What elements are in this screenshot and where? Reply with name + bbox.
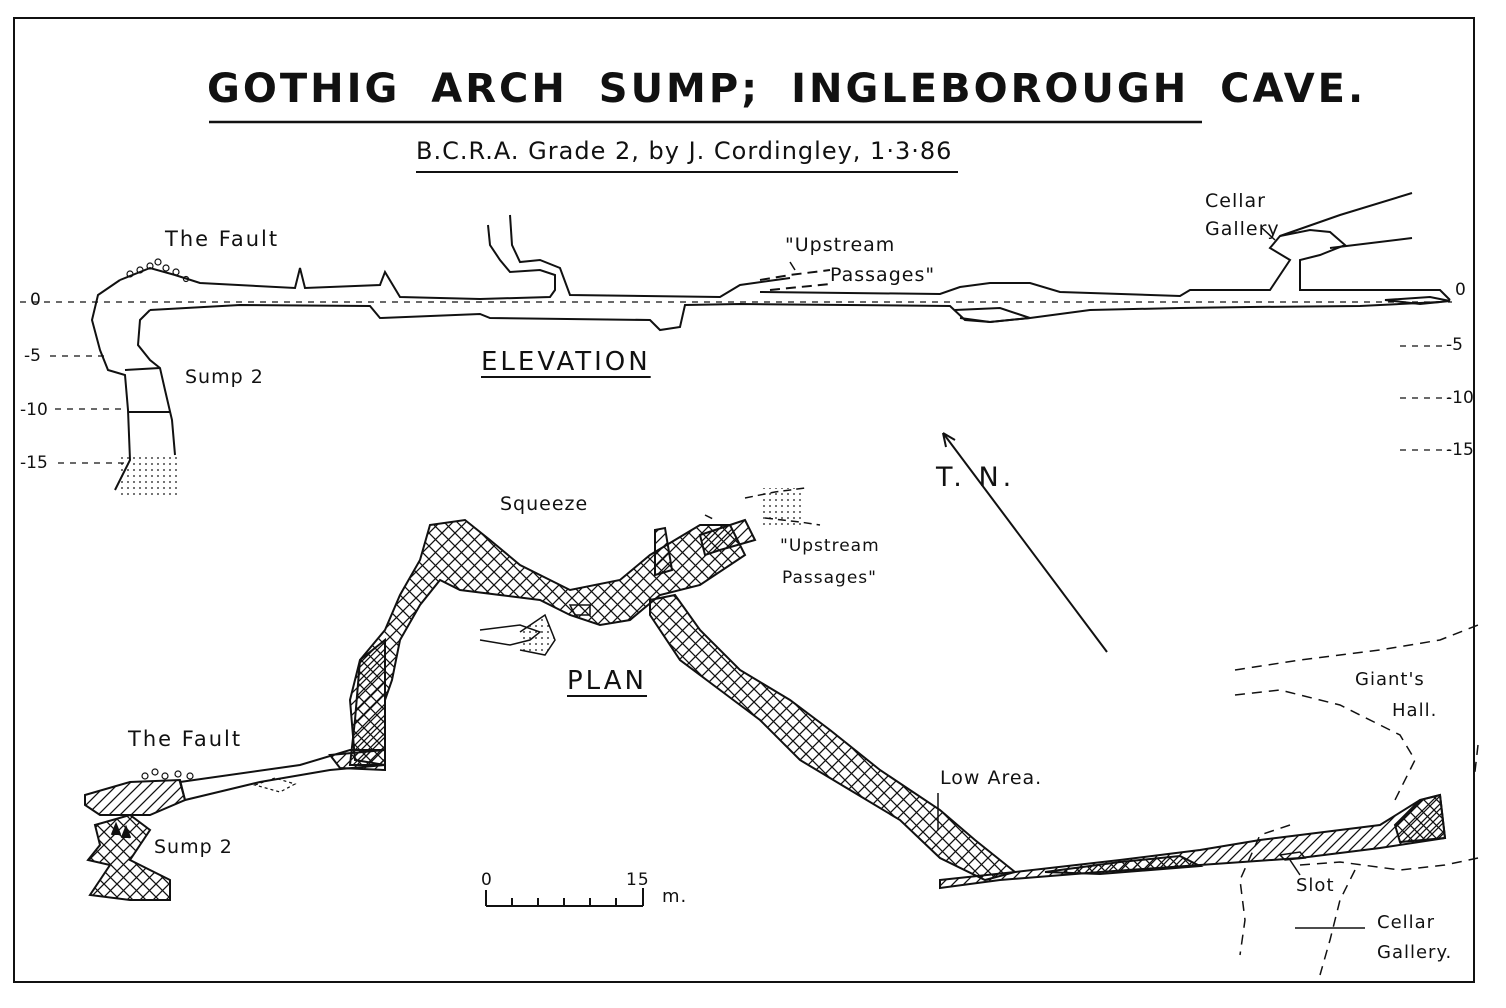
plan-label-upstream-2: Passages" [782,568,877,588]
north-label: T. N. [936,462,1016,493]
depth-ticks-right [1400,345,1450,451]
depth-right-15: -15 [1446,440,1474,460]
elevation-fault-rubble [126,258,190,283]
scale-label-unit: m. [662,886,688,907]
giants-hall-outline [1234,624,1479,976]
map-frame [13,17,1475,983]
sump2-marks [110,821,132,839]
depth-ticks-left [50,355,130,464]
plan-passages [84,518,1447,901]
plan-upstream-dashes [704,487,821,526]
depth-right-0: 0 [1455,280,1466,300]
plan-annotations [789,227,1365,929]
scale-bar-icon [485,888,644,907]
elevation-heading: ELEVATION [481,347,651,377]
elevation-label-upstream-1: "Upstream [785,234,896,256]
plan-label-giants-2: Hall. [1392,700,1438,721]
plan-heading: PLAN [567,666,647,696]
north-arrow-icon [942,432,1108,653]
scale-label-end: 15 [626,870,650,890]
elevation-label-cellar-1: Cellar [1205,190,1266,212]
elevation-label-sump2: Sump 2 [185,366,264,388]
plan-label-the-fault: The Fault [128,727,243,751]
plan-fault-rubble [141,768,194,780]
depth-right-10: -10 [1446,388,1474,408]
elevation-sediment [118,455,178,495]
depth-left-5: -5 [24,346,41,366]
elevation-label-cellar-2: Gallery [1205,218,1280,240]
page-title: GOTHIG ARCH SUMP; INGLEBOROUGH CAVE. [207,66,1367,112]
depth-left-15: -15 [20,453,48,473]
plan-label-sump2: Sump 2 [154,836,233,858]
plan-label-squeeze: Squeeze [500,493,589,515]
plan-label-low-area: Low Area. [940,767,1043,789]
depth-left-0: 0 [30,290,41,310]
survey-credit: B.C.R.A. Grade 2, by J. Cordingley, 1·3·… [416,137,953,165]
elevation-label-upstream-2: Passages" [830,264,936,286]
plan-label-upstream-1: "Upstream [780,536,880,556]
plan-label-giants-1: Giant's [1355,669,1425,690]
elevation-profile [20,192,1452,491]
elevation-label-the-fault: The Fault [165,227,280,251]
plan-label-cellar-2: Gallery. [1377,942,1453,963]
scale-label-start: 0 [481,870,493,890]
plan-label-cellar-1: Cellar [1377,912,1436,933]
depth-left-10: -10 [20,400,48,420]
depth-right-5: -5 [1446,335,1463,355]
plan-label-slot: Slot [1296,875,1335,896]
